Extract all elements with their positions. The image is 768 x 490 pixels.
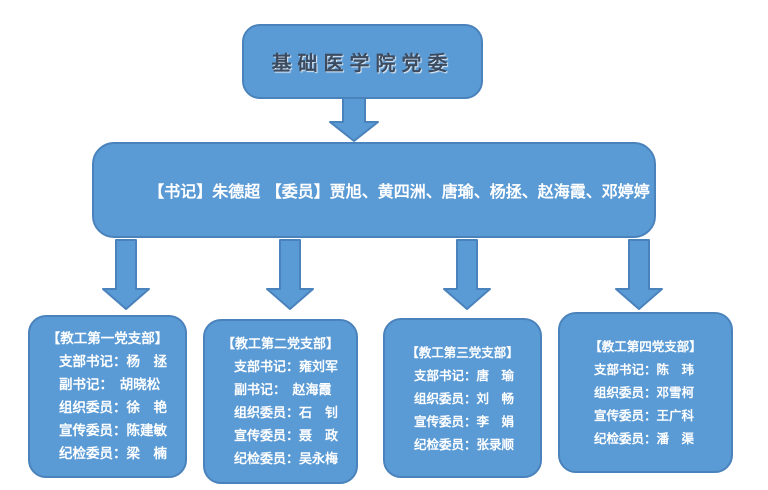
branch-row: 支部书记：雍刘军 — [234, 359, 339, 375]
branch-row: 宣传委员：聂 政 — [234, 428, 339, 444]
branch-box-4: 【教工第四党支部】 支部书记：陈 玮 组织委员：邓雪柯 宣传委员：王广科 纪检委… — [558, 312, 733, 473]
branch-row: 宣传委员：李 娟 — [414, 413, 515, 429]
branch-row: 副书记： 胡晓松 — [59, 376, 161, 393]
branch-row: 组织委员：石 钊 — [234, 405, 339, 421]
down-block-arrow-icon — [615, 239, 663, 310]
down-block-arrow-icon — [329, 97, 379, 142]
branch-row: 纪检委员：梁 楠 — [59, 445, 167, 462]
branch-row: 支部书记：唐 瑜 — [414, 367, 515, 383]
committee-box: 【书记】朱德超 【委员】贾旭、黄四洲、唐瑜、杨拯、赵海霞、邓婷婷 — [92, 142, 656, 238]
branch-row: 纪检委员：张录顺 — [414, 436, 515, 452]
branch-row: 组织委员：邓雪柯 — [594, 385, 695, 400]
down-block-arrow-icon — [102, 239, 150, 310]
branch-row: 支部书记：陈 玮 — [594, 362, 695, 377]
branch-row: 副书记： 赵海霞 — [234, 382, 332, 398]
branch-title: 【教工第二党支部】 — [221, 336, 339, 352]
down-block-arrow-icon — [266, 239, 314, 310]
down-block-arrow-icon — [443, 239, 491, 310]
branch-box-2: 【教工第二党支部】 支部书记：雍刘军 副书记： 赵海霞 组织委员：石 钊 宣传委… — [203, 319, 358, 484]
branch-row: 纪检委员：潘 渠 — [594, 431, 695, 446]
branch-row: 宣传委员：王广科 — [594, 408, 695, 423]
branch-row: 组织委员：徐 艳 — [59, 399, 167, 416]
branch-box-3: 【教工第三党支部】 支部书记：唐 瑜 组织委员：刘 畅 宣传委员：李 娟 纪检委… — [383, 318, 542, 478]
branch-row: 纪检委员：吴永梅 — [234, 451, 339, 467]
branch-title: 【教工第四党支部】 — [589, 339, 702, 354]
branch-row: 组织委员：刘 畅 — [414, 390, 515, 406]
branch-row: 支部书记：杨 拯 — [59, 353, 167, 370]
branch-title: 【教工第一党支部】 — [46, 330, 169, 347]
branch-title: 【教工第三党支部】 — [406, 344, 519, 360]
root-title: 基础医学院党委 — [271, 51, 454, 75]
branch-row: 宣传委员：陈建敏 — [59, 422, 167, 439]
branch-box-1: 【教工第一党支部】 支部书记：杨 拯 副书记： 胡晓松 组织委员：徐 艳 宣传委… — [28, 315, 187, 478]
committee-text: 【书记】朱德超 【委员】贾旭、黄四洲、唐瑜、杨拯、赵海霞、邓婷婷 — [148, 182, 650, 201]
root-box: 基础医学院党委 — [242, 24, 483, 99]
